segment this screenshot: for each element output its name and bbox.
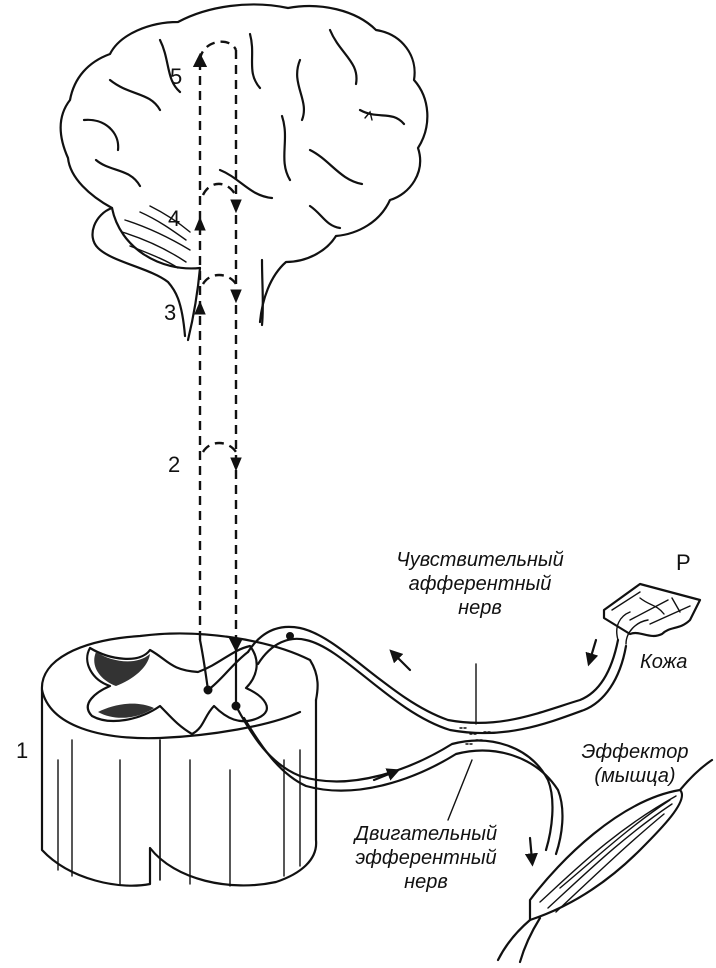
label-1: 1 bbox=[16, 738, 28, 764]
skin-receptor bbox=[604, 584, 700, 644]
effector-label: Эффектор (мышца) bbox=[560, 740, 710, 788]
motor-line-3: нерв bbox=[316, 870, 536, 894]
motor-line-1: Двигательный bbox=[316, 822, 536, 846]
sensory-nerve-label: Чувствительный афферентный нерв bbox=[360, 548, 600, 620]
sensory-line-1: Чувствительный bbox=[360, 548, 600, 572]
sensory-line-3: нерв bbox=[360, 596, 600, 620]
spinal-cord bbox=[42, 633, 318, 887]
label-3: 3 bbox=[164, 300, 176, 326]
label-p: Р bbox=[676, 550, 691, 576]
skin-label: Кожа bbox=[640, 650, 687, 674]
effector-line-1: Эффектор bbox=[560, 740, 710, 764]
motor-nerve-label: Двигательный эфферентный нерв bbox=[316, 822, 536, 894]
label-4: 4 bbox=[168, 206, 180, 232]
motor-line-2: эфферентный bbox=[316, 846, 536, 870]
sensory-line-2: афферентный bbox=[360, 572, 600, 596]
label-5: 5 bbox=[170, 64, 182, 90]
label-2: 2 bbox=[168, 452, 180, 478]
effector-line-2: (мышца) bbox=[560, 764, 710, 788]
brain bbox=[61, 4, 428, 340]
pathways bbox=[195, 42, 241, 645]
